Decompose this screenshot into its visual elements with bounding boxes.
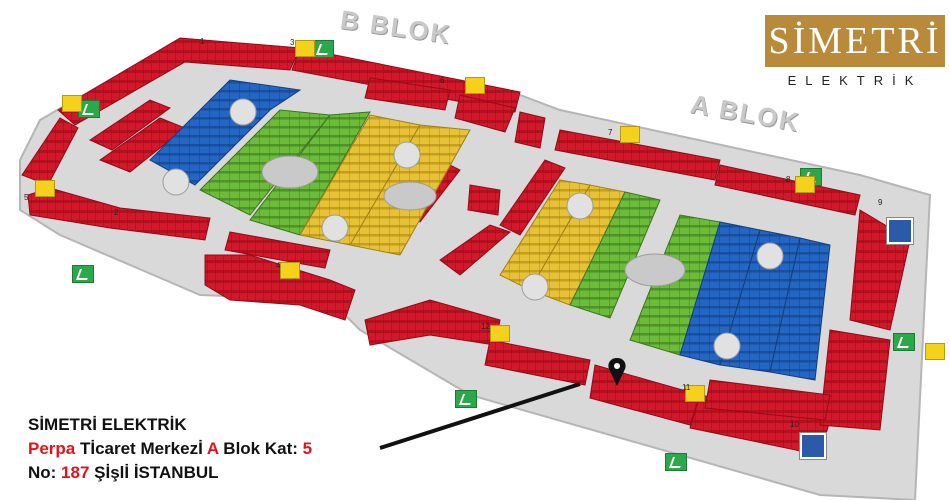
a-blok-stalls (364, 129, 911, 456)
lift-icon (295, 40, 315, 57)
exit-icon (893, 333, 915, 351)
lift-icon (280, 262, 300, 279)
entrance-number: 10 (790, 420, 799, 429)
entrance-number: 9 (878, 198, 883, 207)
mall-name: Perpa (28, 439, 76, 458)
exit-icon (665, 453, 687, 471)
entrance-number: 4 (276, 261, 281, 270)
logo-subtitle: ELEKTRİK (787, 73, 923, 88)
address-text: Şİşlİ İSTANBUL (89, 463, 219, 482)
entrance-number: 1 (200, 37, 205, 46)
entrance-number: 8 (786, 175, 791, 184)
entrance-number: 6 (440, 76, 445, 85)
b-blok-zones (149, 79, 471, 256)
exit-icon (72, 265, 94, 283)
lift-icon (62, 95, 82, 112)
company-name: SİMETRİ ELEKTRİK (28, 415, 187, 434)
lift-icon (490, 325, 510, 342)
lift-icon (795, 176, 815, 193)
elevator-lobbies (162, 98, 784, 360)
lift-icon (620, 126, 640, 143)
lift-icon (685, 385, 705, 402)
entrance-number: 7 (608, 128, 613, 137)
entrance-number: 3 (290, 38, 295, 47)
address-line-street: No: 187 Şİşlİ İSTANBUL (28, 461, 312, 485)
address-text: Tİcaret Merkezİ (75, 439, 207, 458)
simetri-logo: SİMETRİ ELEKTRİK (762, 15, 948, 93)
floor-number: 5 (302, 439, 313, 458)
entrance-number: 11 (682, 383, 691, 392)
entrance-number: 2 (114, 208, 119, 217)
address-line-building: Perpa Tİcaret Merkezİ A Blok Kat: 5 (28, 437, 312, 461)
address-block: SİMETRİ ELEKTRİK Perpa Tİcaret Merkezİ A… (28, 413, 312, 485)
exit-icon (312, 40, 334, 58)
entrance-number: 12 (481, 322, 490, 331)
logo-wordmark: SİMETRİ (765, 15, 945, 67)
location-pin-icon (608, 358, 626, 386)
unit-number: 187 (61, 463, 90, 482)
wc-icon (800, 433, 826, 459)
block-letter: A (206, 439, 219, 458)
a-blok-zones (499, 179, 831, 381)
lift-icon (465, 77, 485, 94)
lift-icon (925, 343, 945, 360)
address-text: No: (28, 463, 62, 482)
entrance-number: 5 (24, 193, 29, 202)
address-text: Blok Kat: (218, 439, 303, 458)
pointer-line (379, 382, 581, 450)
wc-icon (887, 218, 913, 244)
lift-icon (35, 180, 55, 197)
exit-icon (455, 390, 477, 408)
